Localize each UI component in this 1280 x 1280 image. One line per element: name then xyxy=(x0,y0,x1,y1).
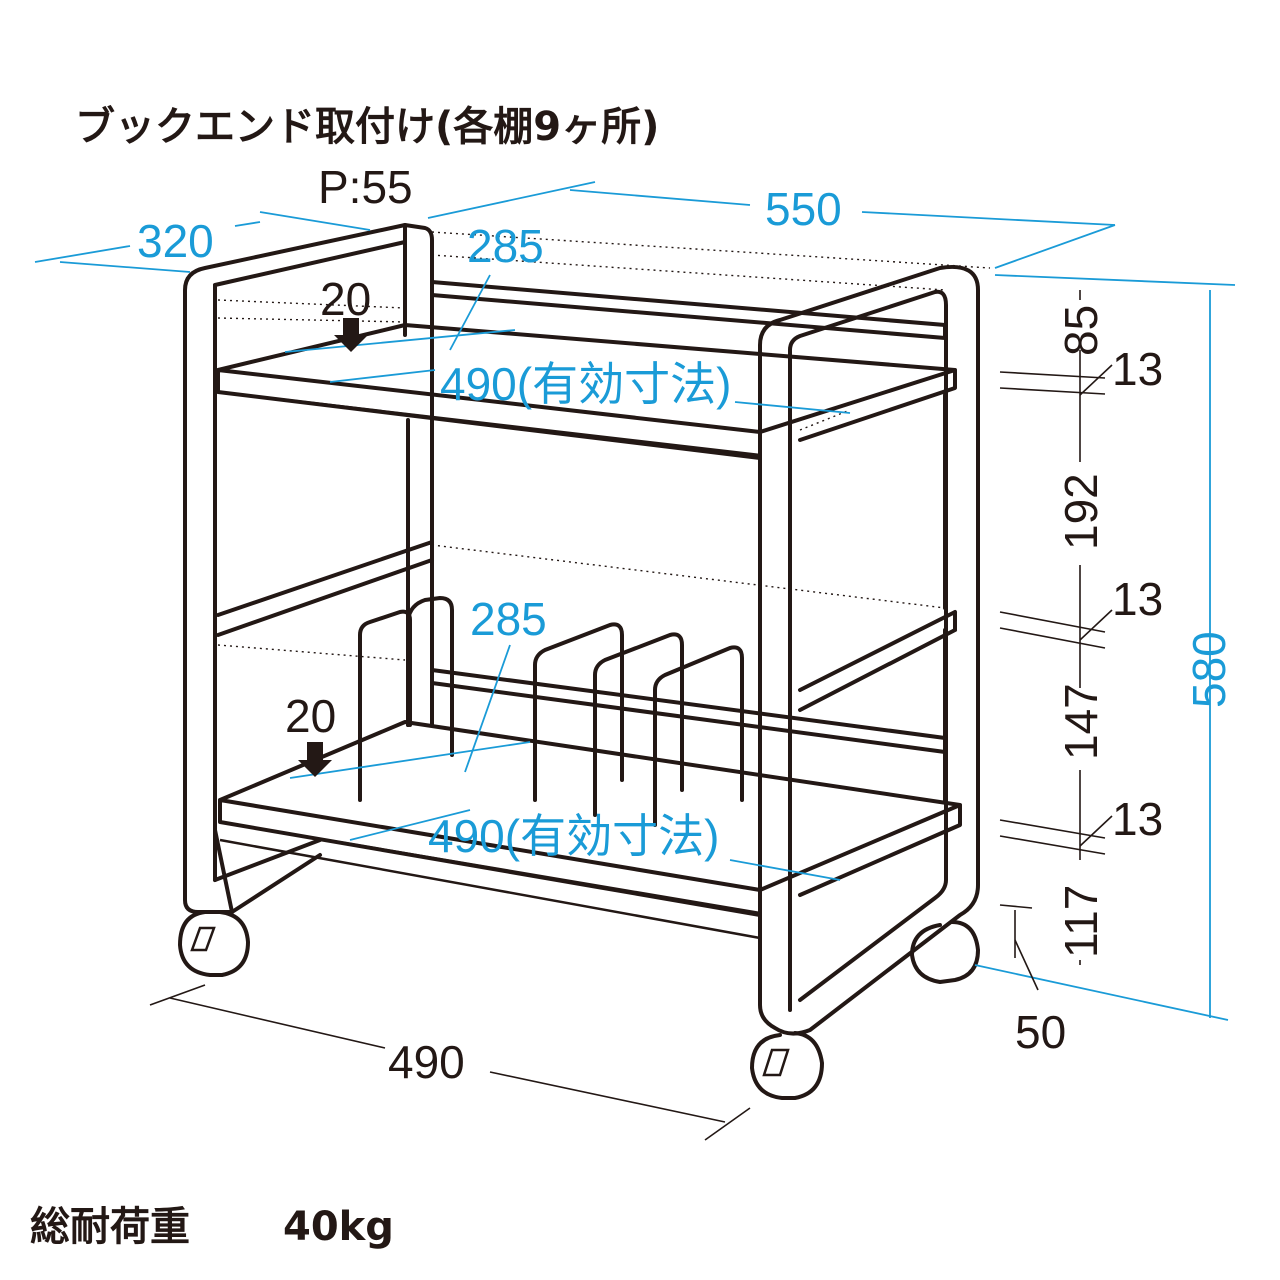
dim-width-550: 550 xyxy=(765,183,842,235)
rack-drawing xyxy=(178,223,991,1100)
load-value: 40kg xyxy=(283,1204,394,1250)
dim-height-85: 85 xyxy=(1055,305,1107,356)
dimension-lines xyxy=(34,181,1236,1141)
bookend-note: ブックエンド取付け(各棚9ヶ所) xyxy=(75,104,659,150)
dim-inner-depth-top: 285 xyxy=(467,220,544,272)
offset-top-arrow-icon xyxy=(334,318,368,352)
bookend-1 xyxy=(358,609,412,802)
front-right-side-inner xyxy=(788,289,948,1012)
bookend-5 xyxy=(653,645,744,827)
offset-bottom-arrow-icon xyxy=(298,742,332,777)
dim-caster-50: 50 xyxy=(1015,1006,1066,1058)
bookend-3 xyxy=(533,622,624,802)
dim-effective-bottom: 490(有効寸法) xyxy=(428,810,719,862)
caster-front-right xyxy=(750,1031,824,1100)
dim-effective-top: 490(有効寸法) xyxy=(440,358,731,410)
caster-back-right xyxy=(910,920,980,984)
caster-front-right-plate xyxy=(762,1048,790,1077)
dim-height-117: 117 xyxy=(1055,885,1107,958)
caster-front-left-plate xyxy=(190,926,216,952)
middle-rail-right xyxy=(798,610,957,712)
back-left-side-frame xyxy=(403,223,434,727)
bottom-shelf-underside xyxy=(219,838,761,940)
back-rail xyxy=(430,280,947,340)
dim-offset-top: 20 xyxy=(320,273,371,325)
dim-total-height-580: 580 xyxy=(1183,631,1235,708)
front-right-side-frame xyxy=(758,265,980,1036)
top-shelf-edge xyxy=(217,390,761,457)
dim-depth-320: 320 xyxy=(137,215,214,267)
dim-inner-depth-bottom: 285 xyxy=(470,593,547,645)
bookends xyxy=(358,596,744,827)
bookend-4 xyxy=(593,632,684,817)
dim-height-192: 192 xyxy=(1055,473,1107,550)
caster-front-left xyxy=(178,910,250,977)
load-label: 総耐荷重 xyxy=(30,1204,190,1250)
dim-height-13-a: 13 xyxy=(1112,343,1163,395)
middle-rail-left xyxy=(216,540,434,637)
dim-width-490: 490 xyxy=(388,1036,465,1088)
bookend-2 xyxy=(406,596,454,757)
guide-lines xyxy=(217,231,991,661)
front-left-bottom-rail xyxy=(213,828,322,914)
dim-height-13-b: 13 xyxy=(1112,573,1163,625)
bottom-back-rail xyxy=(430,668,947,754)
dim-height-13-c: 13 xyxy=(1112,793,1163,845)
front-left-side-frame xyxy=(183,223,407,914)
casters xyxy=(178,910,980,1100)
pitch-label: P:55 xyxy=(318,161,413,213)
dim-offset-bottom: 20 xyxy=(285,690,336,742)
dim-height-147: 147 xyxy=(1055,683,1107,760)
bottom-shelf-edge xyxy=(219,820,761,915)
